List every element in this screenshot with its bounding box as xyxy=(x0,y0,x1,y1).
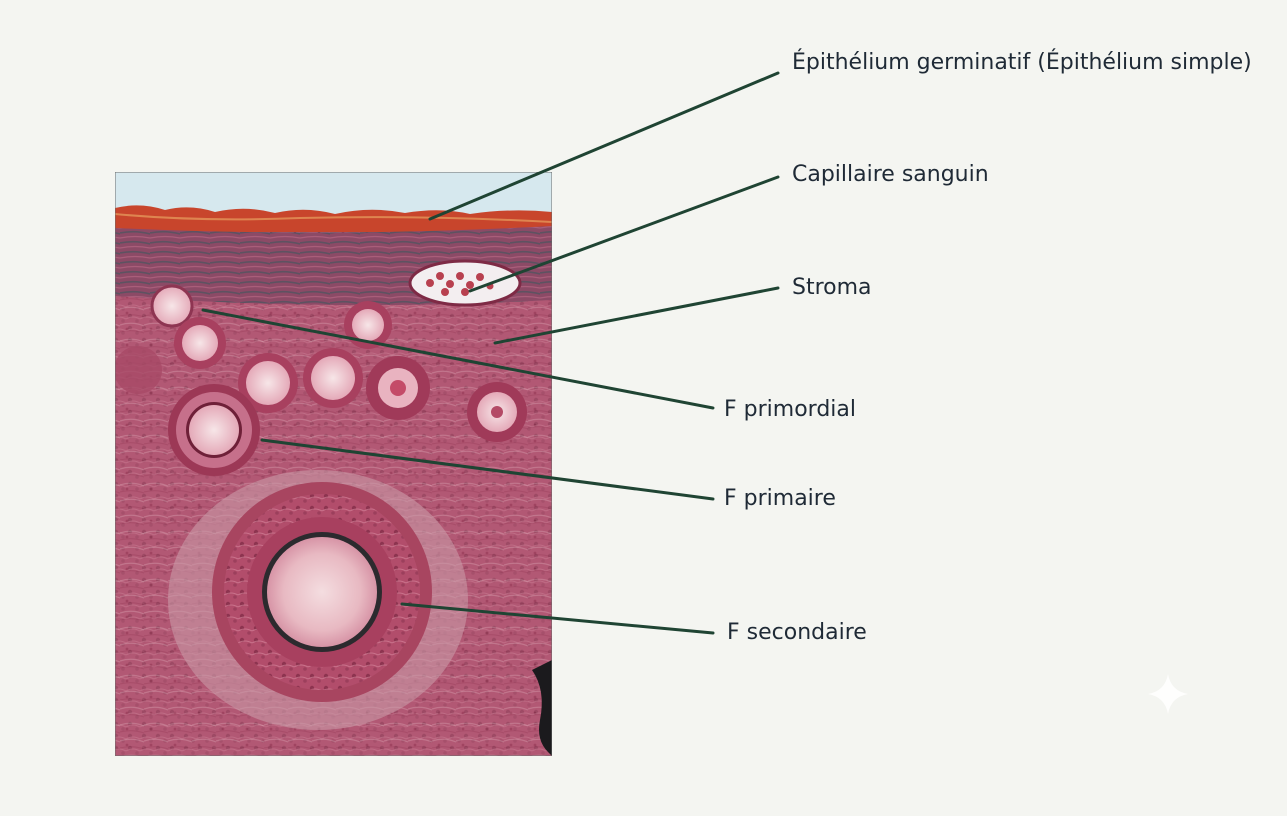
leader-line-stroma xyxy=(493,286,780,345)
leader-line-primordial xyxy=(201,308,715,410)
leader-line-capillary xyxy=(468,175,780,293)
label-blood-capillary: Capillaire sanguin xyxy=(792,162,989,187)
label-germinal-epithelium: Épithélium germinatif (Épithélium simple… xyxy=(792,50,1252,75)
secondary-follicle xyxy=(168,470,468,730)
micrograph xyxy=(115,172,552,756)
primordial-follicles xyxy=(115,284,527,442)
sparkle-icon xyxy=(1148,674,1188,714)
label-secondary-follicle: F secondaire xyxy=(727,620,867,645)
leader-lines xyxy=(201,71,780,635)
leader-line-epithelium xyxy=(428,71,780,221)
leader-line-primary xyxy=(260,438,715,501)
primary-follicle xyxy=(168,384,260,476)
label-primary-follicle: F primaire xyxy=(724,486,836,511)
label-stroma: Stroma xyxy=(792,275,872,300)
leader-line-secondary xyxy=(400,602,715,635)
label-primordial-follicle: F primordial xyxy=(724,397,856,422)
